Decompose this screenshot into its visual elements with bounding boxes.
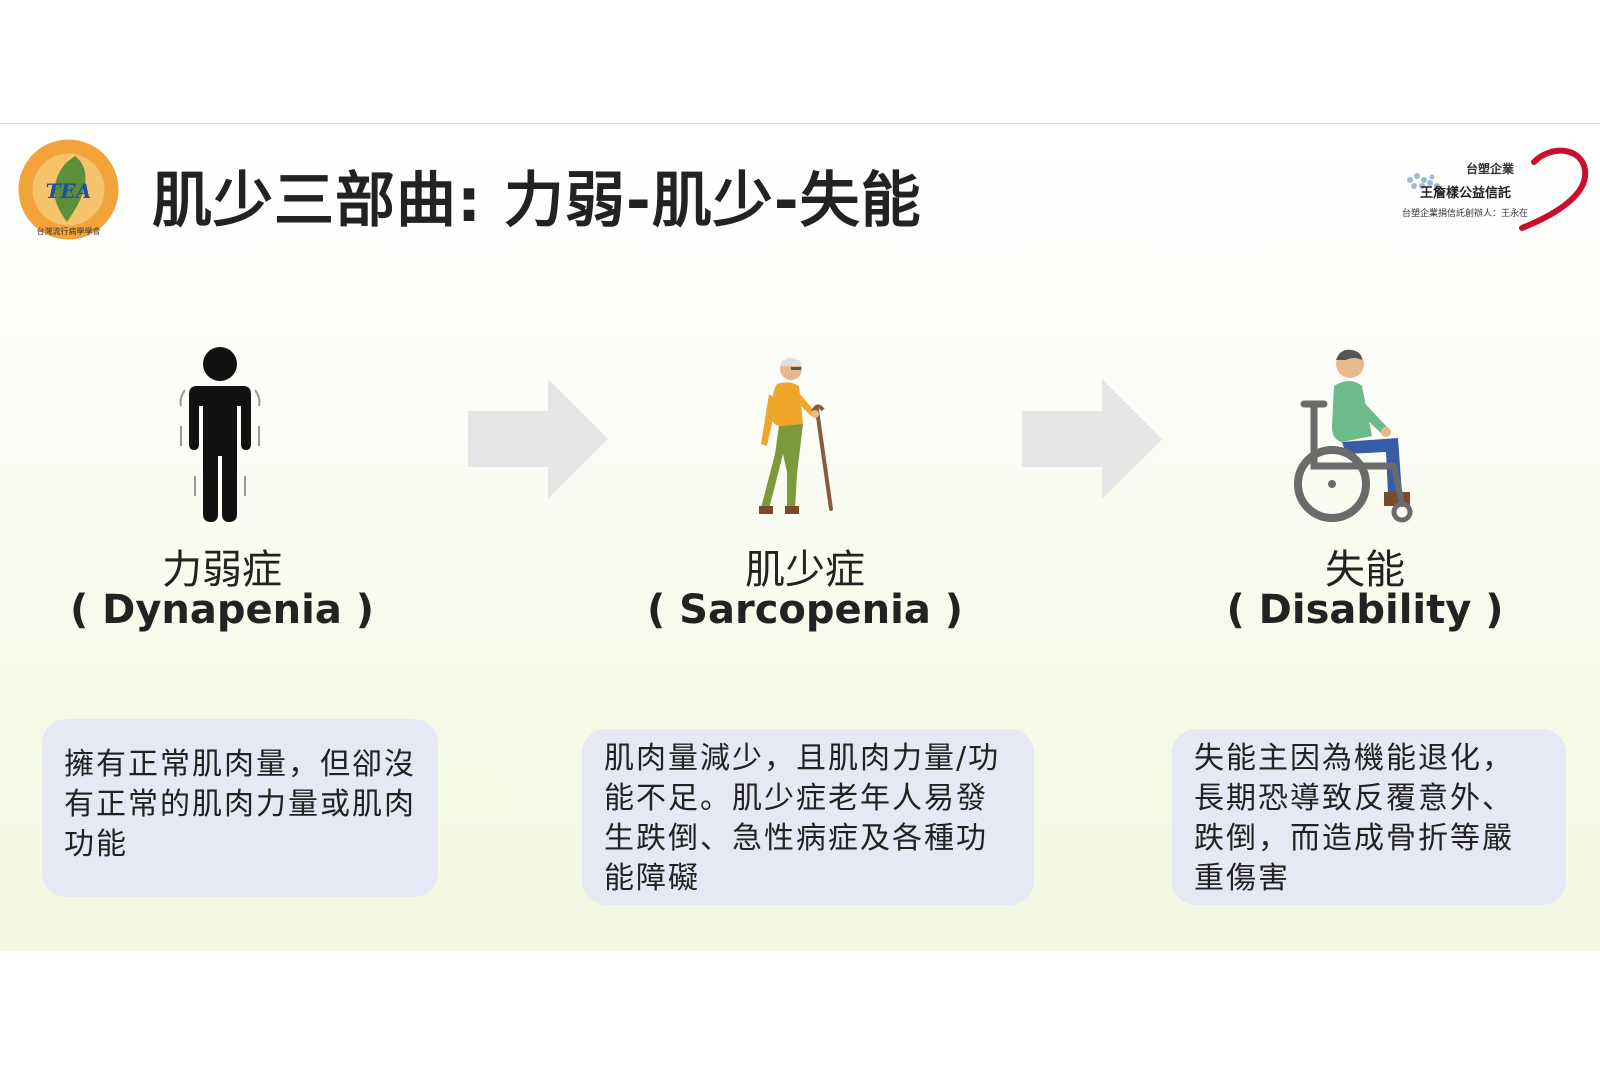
- stage-english-dynapenia: ( Dynapenia ): [69, 587, 375, 633]
- trust-org-main: 王詹樣公益信託: [1420, 186, 1512, 201]
- stage-english-sarcopenia: ( Sarcopenia ): [646, 587, 964, 633]
- description-disability: 失能主因為機能退化，長期恐導致反覆意外、跌倒，而造成骨折等嚴重傷害: [1172, 729, 1566, 905]
- trust-org-sub: 台塑企業捐信託創辦人：王永在: [1402, 209, 1529, 219]
- description-dynapenia: 擁有正常肌肉量，但卻沒有正常的肌肉力量或肌肉功能: [42, 719, 438, 897]
- elderly-with-cane-icon: [759, 358, 833, 514]
- right-arrow-icon: [468, 379, 608, 499]
- trust-org-top: 台塑企業: [1466, 162, 1515, 176]
- logo-badge-text: TEA: [46, 179, 92, 203]
- heart-icon: [1407, 147, 1589, 231]
- slide: TEA 台灣流行病學學會 肌少三部曲: 力弱-肌少-失能 台塑企業 王詹樣公益信…: [0, 123, 1600, 951]
- wheelchair-user-icon: [1294, 349, 1413, 523]
- right-arrow-icon: [1022, 379, 1162, 499]
- trust-logo: 台塑企業 王詹樣公益信託 台塑企業捐信託創辦人：王永在: [1402, 142, 1598, 234]
- description-sarcopenia: 肌肉量減少，且肌肉力量/功能不足。肌少症老年人易發生跌倒、急性病症及各種功能障礙: [582, 729, 1034, 905]
- stage-english-disability: ( Disability ): [1226, 587, 1504, 633]
- slide-title: 肌少三部曲: 力弱-肌少-失能: [152, 166, 922, 236]
- stage-name-disability: 失能: [1325, 547, 1405, 593]
- association-logo: TEA 台灣流行病學學會: [18, 139, 119, 240]
- standing-person-icon: [179, 347, 261, 522]
- stage-name-sarcopenia: 肌少症: [745, 547, 865, 593]
- logo-bottom-text: 台灣流行病學學會: [37, 226, 101, 236]
- stage-name-dynapenia: 力弱症: [162, 547, 282, 593]
